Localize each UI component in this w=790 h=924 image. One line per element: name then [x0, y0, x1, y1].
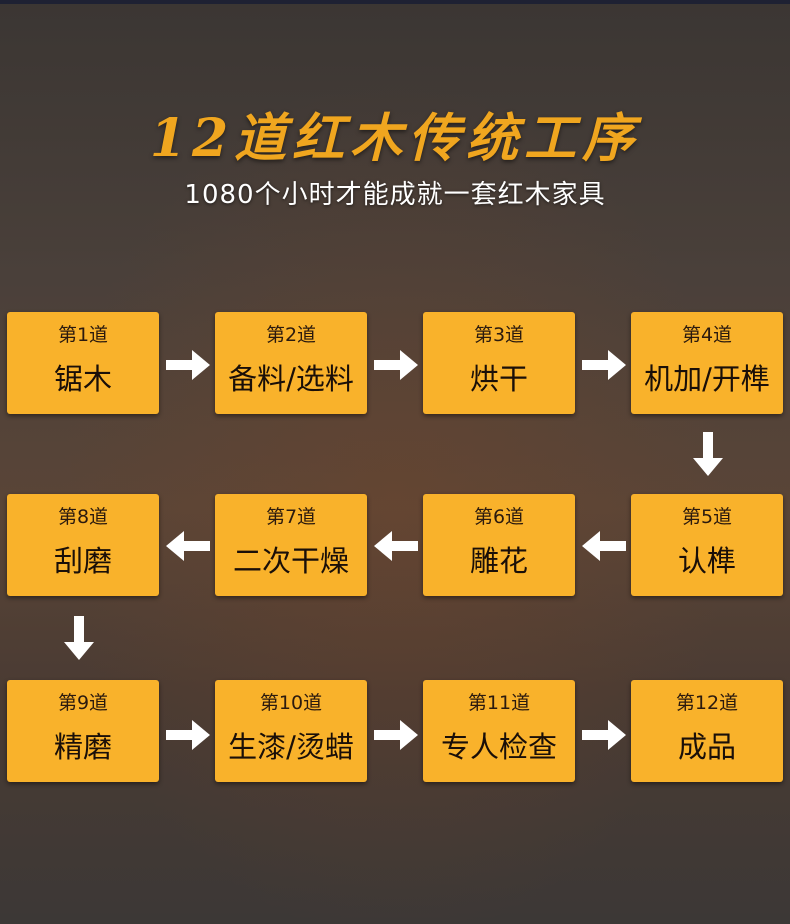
arrow-right-icon — [166, 350, 210, 380]
step-number: 第11道 — [467, 692, 531, 714]
step-name: 烘干 — [469, 362, 528, 396]
step-box-10: 第10道 生漆/烫蜡 — [215, 680, 367, 782]
top-bar — [0, 0, 790, 4]
step-number: 第5道 — [681, 506, 733, 528]
step-number: 第12道 — [675, 692, 739, 714]
step-box-8: 第8道 刮磨 — [7, 494, 159, 596]
arrow-left-icon — [166, 531, 210, 561]
arrow-right-icon — [374, 720, 418, 750]
step-number: 第7道 — [265, 506, 317, 528]
step-number: 第8道 — [57, 506, 109, 528]
step-number: 第3道 — [473, 324, 525, 346]
step-box-1: 第1道 锯木 — [7, 312, 159, 414]
step-number: 第1道 — [57, 324, 109, 346]
step-number: 第9道 — [57, 692, 109, 714]
arrow-right-icon — [582, 720, 626, 750]
step-box-3: 第3道 烘干 — [423, 312, 575, 414]
step-box-9: 第9道 精磨 — [7, 680, 159, 782]
step-name: 锯木 — [53, 362, 112, 396]
step-name: 二次干燥 — [232, 544, 349, 578]
step-number: 第4道 — [681, 324, 733, 346]
step-name: 成品 — [677, 730, 736, 764]
arrow-right-icon — [374, 350, 418, 380]
step-name: 刮磨 — [53, 544, 112, 578]
step-number: 第10道 — [259, 692, 323, 714]
arrow-left-icon — [582, 531, 626, 561]
arrow-right-icon — [166, 720, 210, 750]
step-number: 第6道 — [473, 506, 525, 528]
arrow-down-icon — [64, 616, 94, 660]
step-name: 生漆/烫蜡 — [228, 730, 354, 764]
step-box-5: 第5道 认榫 — [631, 494, 783, 596]
arrow-left-icon — [374, 531, 418, 561]
step-box-4: 第4道 机加/开榫 — [631, 312, 783, 414]
step-box-2: 第2道 备料/选料 — [215, 312, 367, 414]
step-box-6: 第6道 雕花 — [423, 494, 575, 596]
step-name: 专人检查 — [440, 730, 557, 764]
step-name: 认榫 — [677, 544, 736, 578]
page-subtitle: 1080个小时才能成就一套红木家具 — [184, 180, 606, 210]
step-box-11: 第11道 专人检查 — [423, 680, 575, 782]
step-name: 精磨 — [53, 730, 112, 764]
page-title: 12道红木传统工序 — [149, 108, 641, 169]
step-name: 雕花 — [469, 544, 528, 578]
step-box-12: 第12道 成品 — [631, 680, 783, 782]
step-box-7: 第7道 二次干燥 — [215, 494, 367, 596]
step-number: 第2道 — [265, 324, 317, 346]
arrow-down-icon — [693, 432, 723, 476]
step-name: 机加/开榫 — [644, 362, 770, 396]
arrow-right-icon — [582, 350, 626, 380]
step-name: 备料/选料 — [228, 362, 354, 396]
